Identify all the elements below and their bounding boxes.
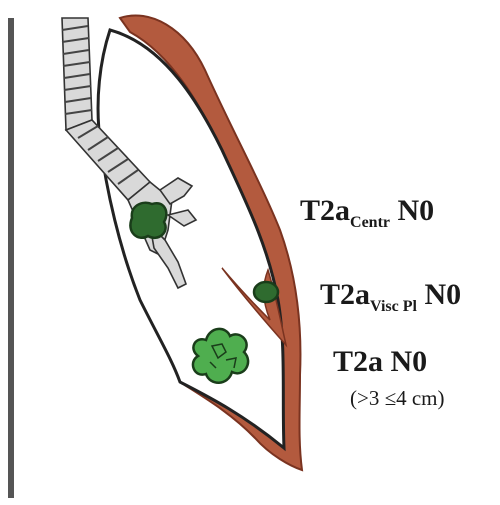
label-size-range: (>3 ≤4 cm) xyxy=(350,386,445,411)
label-t2a-central: T2aCentr N0 xyxy=(300,194,434,232)
tumor-central xyxy=(130,203,166,238)
label-t2a-visceral-pleura: T2aVisc Pl N0 xyxy=(320,278,461,316)
left-border-line xyxy=(8,18,14,498)
tumor-visceral-pleura xyxy=(254,282,278,302)
label-t2a-n0: T2a N0 xyxy=(333,345,427,379)
